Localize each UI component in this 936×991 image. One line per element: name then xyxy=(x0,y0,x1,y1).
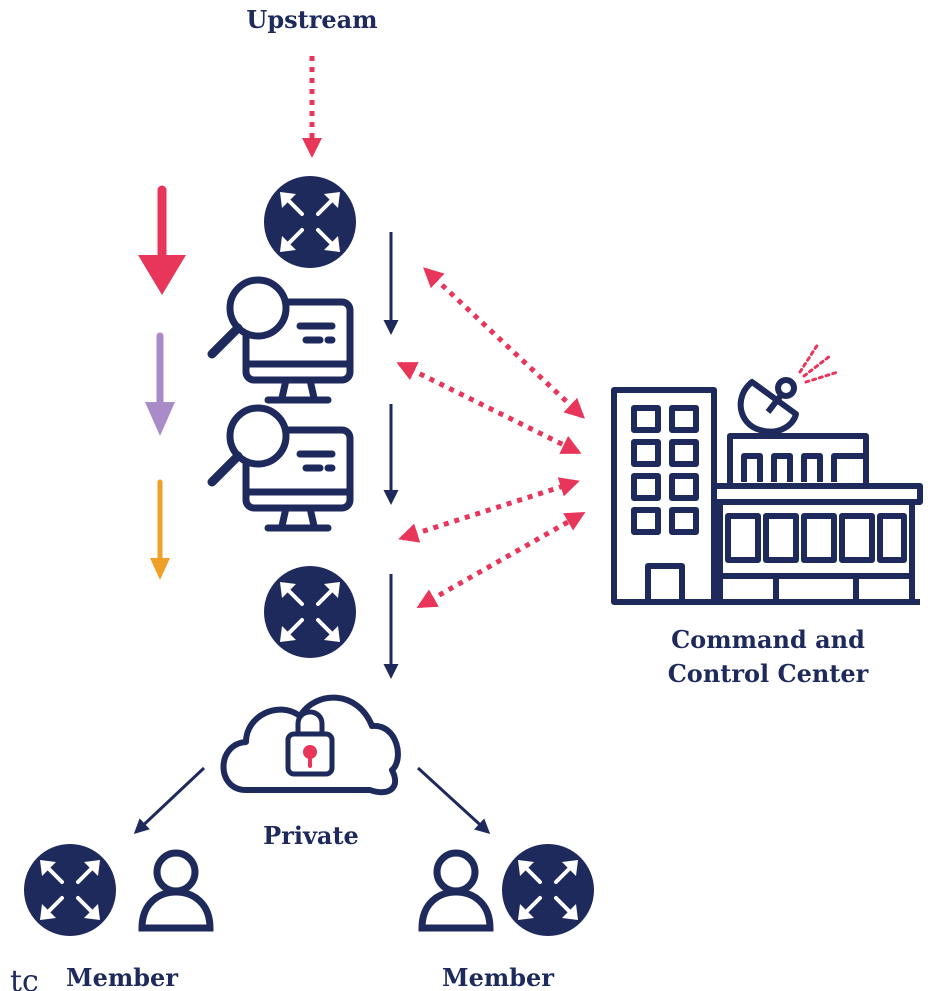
router-icon-member-right xyxy=(500,842,596,938)
member-arrow-left xyxy=(133,766,206,835)
signal-waves-icon xyxy=(798,342,840,384)
c2-link-2 xyxy=(396,361,582,455)
upstream-label: Upstream xyxy=(246,5,377,34)
command-center-building-icon xyxy=(611,387,923,605)
magnifier-monitor-icon-1 xyxy=(212,280,350,400)
magnifier-monitor-icon-2 xyxy=(212,408,350,528)
member-arrow-right xyxy=(416,766,491,835)
private-label: Private xyxy=(263,821,359,850)
satellite-dish-icon xyxy=(737,377,799,435)
c2-link-3 xyxy=(398,477,580,543)
red-priority-arrow xyxy=(138,185,186,295)
c2-link-1 xyxy=(423,267,585,419)
command-center-label-line1: Command and xyxy=(671,625,865,654)
purple-priority-arrow xyxy=(145,332,175,436)
orange-priority-arrow xyxy=(150,479,170,580)
c2-link-4 xyxy=(416,511,586,609)
person-icon-left xyxy=(142,853,210,928)
member-right-label: Member xyxy=(442,963,554,991)
person-icon-right xyxy=(422,853,490,928)
command-center-label-line2: Control Center xyxy=(668,659,869,688)
router-icon-member-left xyxy=(22,842,118,938)
corner-text-fragment: tc xyxy=(10,964,39,991)
member-left-label: Member xyxy=(66,963,178,991)
router-icon-top xyxy=(262,174,358,270)
cloud-lock-icon xyxy=(220,694,401,796)
router-icon-bottom xyxy=(262,564,358,660)
